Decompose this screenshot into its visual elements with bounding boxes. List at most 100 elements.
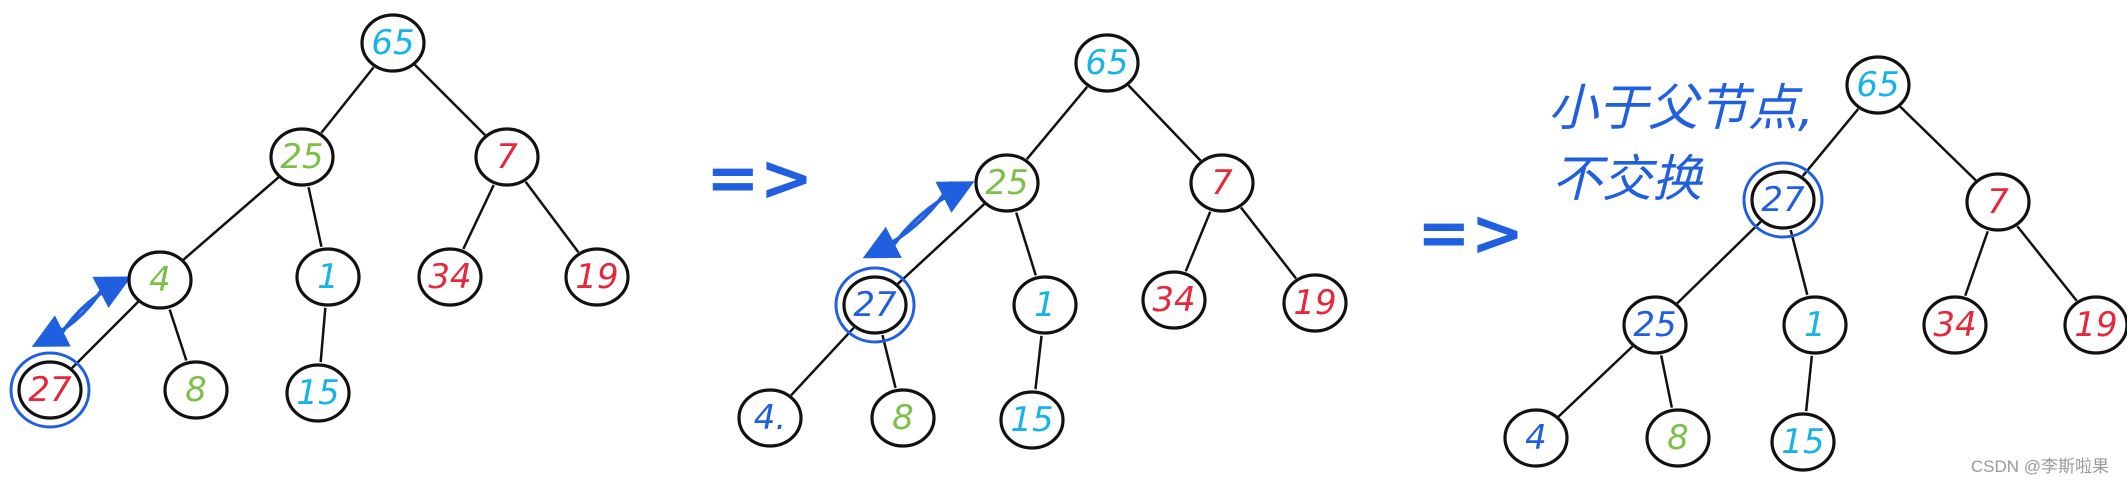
tree-1-node-n19: 19: [564, 247, 630, 307]
tree-1-node-label-n27: 27: [28, 370, 72, 410]
tree-1-edge-n25-n4: [182, 176, 280, 261]
tree-1-swap-arrow-up: [52, 276, 132, 347]
tree-2-edge-n65-n7: [1127, 84, 1202, 162]
tree-3-node-circle-n27: [1750, 170, 1816, 230]
tree-1-node-n8: 8: [163, 360, 229, 420]
tree-3-edge-n27-n25: [1676, 220, 1762, 305]
tree-1-node-n1: 1: [295, 247, 361, 307]
tree-2-node-n65: 65: [1074, 33, 1140, 93]
tree-3-node-n27: 27: [1742, 161, 1824, 239]
tree-2-node-circle-n7: [1189, 153, 1255, 213]
tree-2-node-circle-n4: [737, 388, 803, 448]
tree-2-node-n15: 15: [999, 390, 1065, 450]
tree-2-edge-n7-n19: [1240, 206, 1297, 280]
tree-1-node-circle-n8: [163, 360, 229, 420]
tree-1-node-circle-n1: [295, 247, 361, 307]
tree-2-node-label-n27: 27: [853, 285, 897, 325]
tree-2-edge-n65-n25: [1025, 86, 1089, 160]
tree-3-node-label-n1: 1: [1804, 305, 1826, 345]
tree-3-node-n1: 1: [1782, 295, 1848, 355]
tree-2-node-label-n7: 7: [1211, 163, 1233, 203]
watermark: CSDN @李斯啦果: [1970, 457, 2109, 476]
tree-1-node-label-n1: 1: [317, 257, 339, 297]
tree-2-node-label-n19: 19: [1293, 283, 1336, 323]
tree-3-edge-n65-n7: [1899, 105, 1977, 182]
tree-2-node-circle-n19: [1282, 273, 1348, 333]
tree-3-node-circle-n7: [1965, 172, 2031, 232]
tree-3-highlight-ring: [1742, 161, 1824, 239]
tree-2-node-n8: 8: [870, 388, 936, 448]
tree-2-node-circle-n65: [1074, 33, 1140, 93]
tree-1-edge-n7-n19: [524, 181, 580, 253]
tree-1-node-n25: 25: [269, 127, 335, 187]
tree-3-node-n19: 19: [2063, 295, 2127, 355]
tree-3-node-label-n65: 65: [1856, 65, 1899, 105]
tree-1-node-n27: 27: [9, 351, 91, 429]
tree-1-node-label-n15: 15: [296, 373, 339, 413]
tree-2-node-label-n34: 34: [1152, 280, 1195, 320]
tree-1-node-circle-n27: [17, 360, 83, 420]
tree-1-edge-n4-n8: [168, 309, 188, 361]
tree-2-node-n7: 7: [1189, 153, 1255, 213]
tree-1-node-label-n7: 7: [496, 137, 518, 177]
tree-3-node-n34: 34: [1922, 295, 1988, 355]
tree-2-node-n1: 1: [1012, 275, 1078, 335]
transition-arrow-1: =>: [706, 142, 813, 216]
tree-1-node-label-n4: 4: [149, 260, 171, 300]
tree-1-node-circle-n65: [360, 13, 426, 73]
tree-3-edge-n25-n4: [1557, 345, 1634, 418]
tree-2-node-n34: 34: [1141, 270, 1207, 330]
tree-3-node-label-n19: 19: [2074, 305, 2117, 345]
tree-1-node-circle-n4: [127, 250, 193, 310]
tree-1-edge-n65-n25: [320, 66, 375, 134]
tree-2-edge-n25-n1: [1015, 212, 1037, 276]
tree-1-node-n34: 34: [417, 247, 483, 307]
tree-1-highlight-ring: [9, 351, 91, 429]
tree-2-node-n19: 19: [1282, 273, 1348, 333]
tree-2-node-circle-n15: [999, 390, 1065, 450]
tree-1-swap-arrow-down: [31, 276, 111, 347]
tree-2-node-label-n65: 65: [1085, 43, 1128, 83]
tree-1-node-n7: 7: [474, 127, 540, 187]
tree-1-node-label-n25: 25: [280, 137, 323, 177]
tree-3-node-circle-n4: [1503, 408, 1569, 468]
tree-1-node-n15: 15: [285, 363, 351, 423]
tree-1-edge-n7-n34: [462, 184, 495, 250]
tree-1-node-circle-n15: [285, 363, 351, 423]
tree-3-edge-n7-n19: [2016, 225, 2078, 302]
tree-1-node-circle-n34: [417, 247, 483, 307]
tree-2-node-n27: 27: [834, 266, 916, 344]
tree-2-node-circle-n25: [974, 153, 1040, 213]
tree-2-node-circle-n27: [842, 275, 908, 335]
tree-2-node-circle-n34: [1141, 270, 1207, 330]
tree-1-node-label-n65: 65: [371, 23, 414, 63]
tree-3-node-circle-n19: [2063, 295, 2127, 355]
tree-1-edge-n1-n15: [319, 307, 327, 363]
tree-2-node-n4: 4.: [737, 388, 803, 448]
tree-3-edge-n7-n34: [1964, 230, 1989, 297]
tree-1-node-label-n34: 34: [428, 257, 471, 297]
tree-1-node-n4: 4: [127, 250, 193, 310]
tree-3-edge-n65-n27: [1801, 108, 1860, 177]
tree-1-node-circle-n19: [564, 247, 630, 307]
tree-3-edge-n1-n15: [1804, 355, 1814, 412]
tree-3-node-label-n34: 34: [1933, 305, 1976, 345]
tree-1-edge-n4-n27: [71, 301, 139, 369]
tree-3-node-n25: 25: [1622, 295, 1688, 355]
tree-2-highlight-ring: [834, 266, 916, 344]
tree-3-node-label-n15: 15: [1781, 422, 1824, 462]
tree-3-node-n8: 8: [1645, 408, 1711, 468]
tree-2-edge-n27-n4: [790, 326, 855, 397]
tree-3-node-circle-n25: [1622, 295, 1688, 355]
tree-3-edge-n25-n8: [1659, 355, 1674, 408]
tree-2-swap-arrow-down: [862, 181, 954, 259]
tree-2-edge-n1-n15: [1034, 335, 1043, 390]
tree-2-node-n25: 25: [974, 153, 1040, 213]
tree-2-edge-n7-n34: [1184, 211, 1212, 272]
tree-2-node-label-n25: 25: [985, 163, 1028, 203]
tree-1-node-circle-n25: [269, 127, 335, 187]
tree-3-node-circle-n15: [1770, 412, 1836, 472]
tree-3-node-n15: 15: [1770, 412, 1836, 472]
annotation-line-2: 不交换: [1552, 150, 1704, 208]
